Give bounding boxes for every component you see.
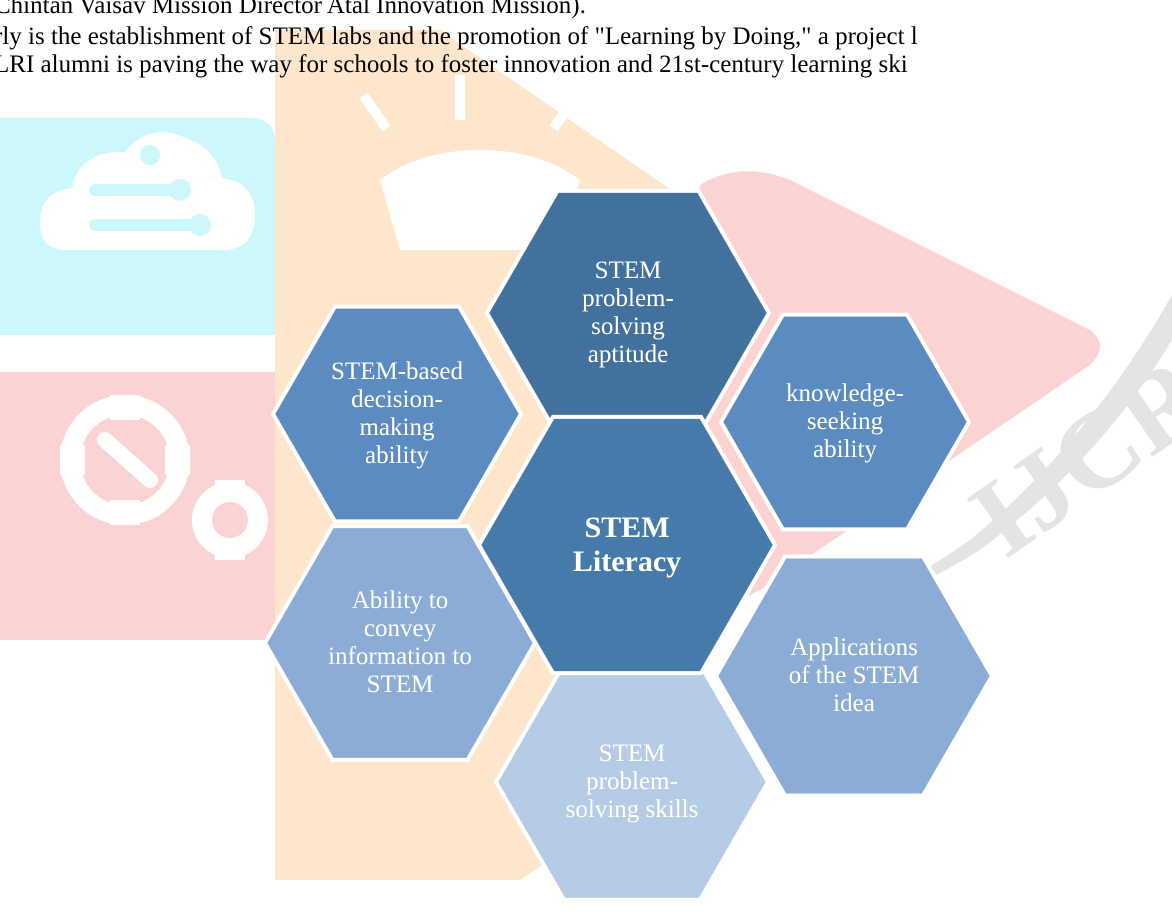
hex-decision-making-ability-shape — [270, 304, 524, 524]
document-line-2: rly is the establishment of STEM labs an… — [0, 23, 918, 50]
hex-center-shape — [476, 414, 778, 676]
hex-problem-solving-skills-shape — [493, 662, 771, 902]
document-line-1: Chintan Vaisav Mission Director Atal Inn… — [0, 0, 586, 19]
lightbulb-icon — [359, 75, 581, 250]
hex-knowledge-seeking-ability-shape — [718, 312, 972, 532]
hex-problem-solving-aptitude-shape — [484, 188, 772, 438]
hex-applications-shape — [713, 554, 995, 798]
document-line-3: LRI alumni is paving the way for schools… — [0, 51, 908, 78]
